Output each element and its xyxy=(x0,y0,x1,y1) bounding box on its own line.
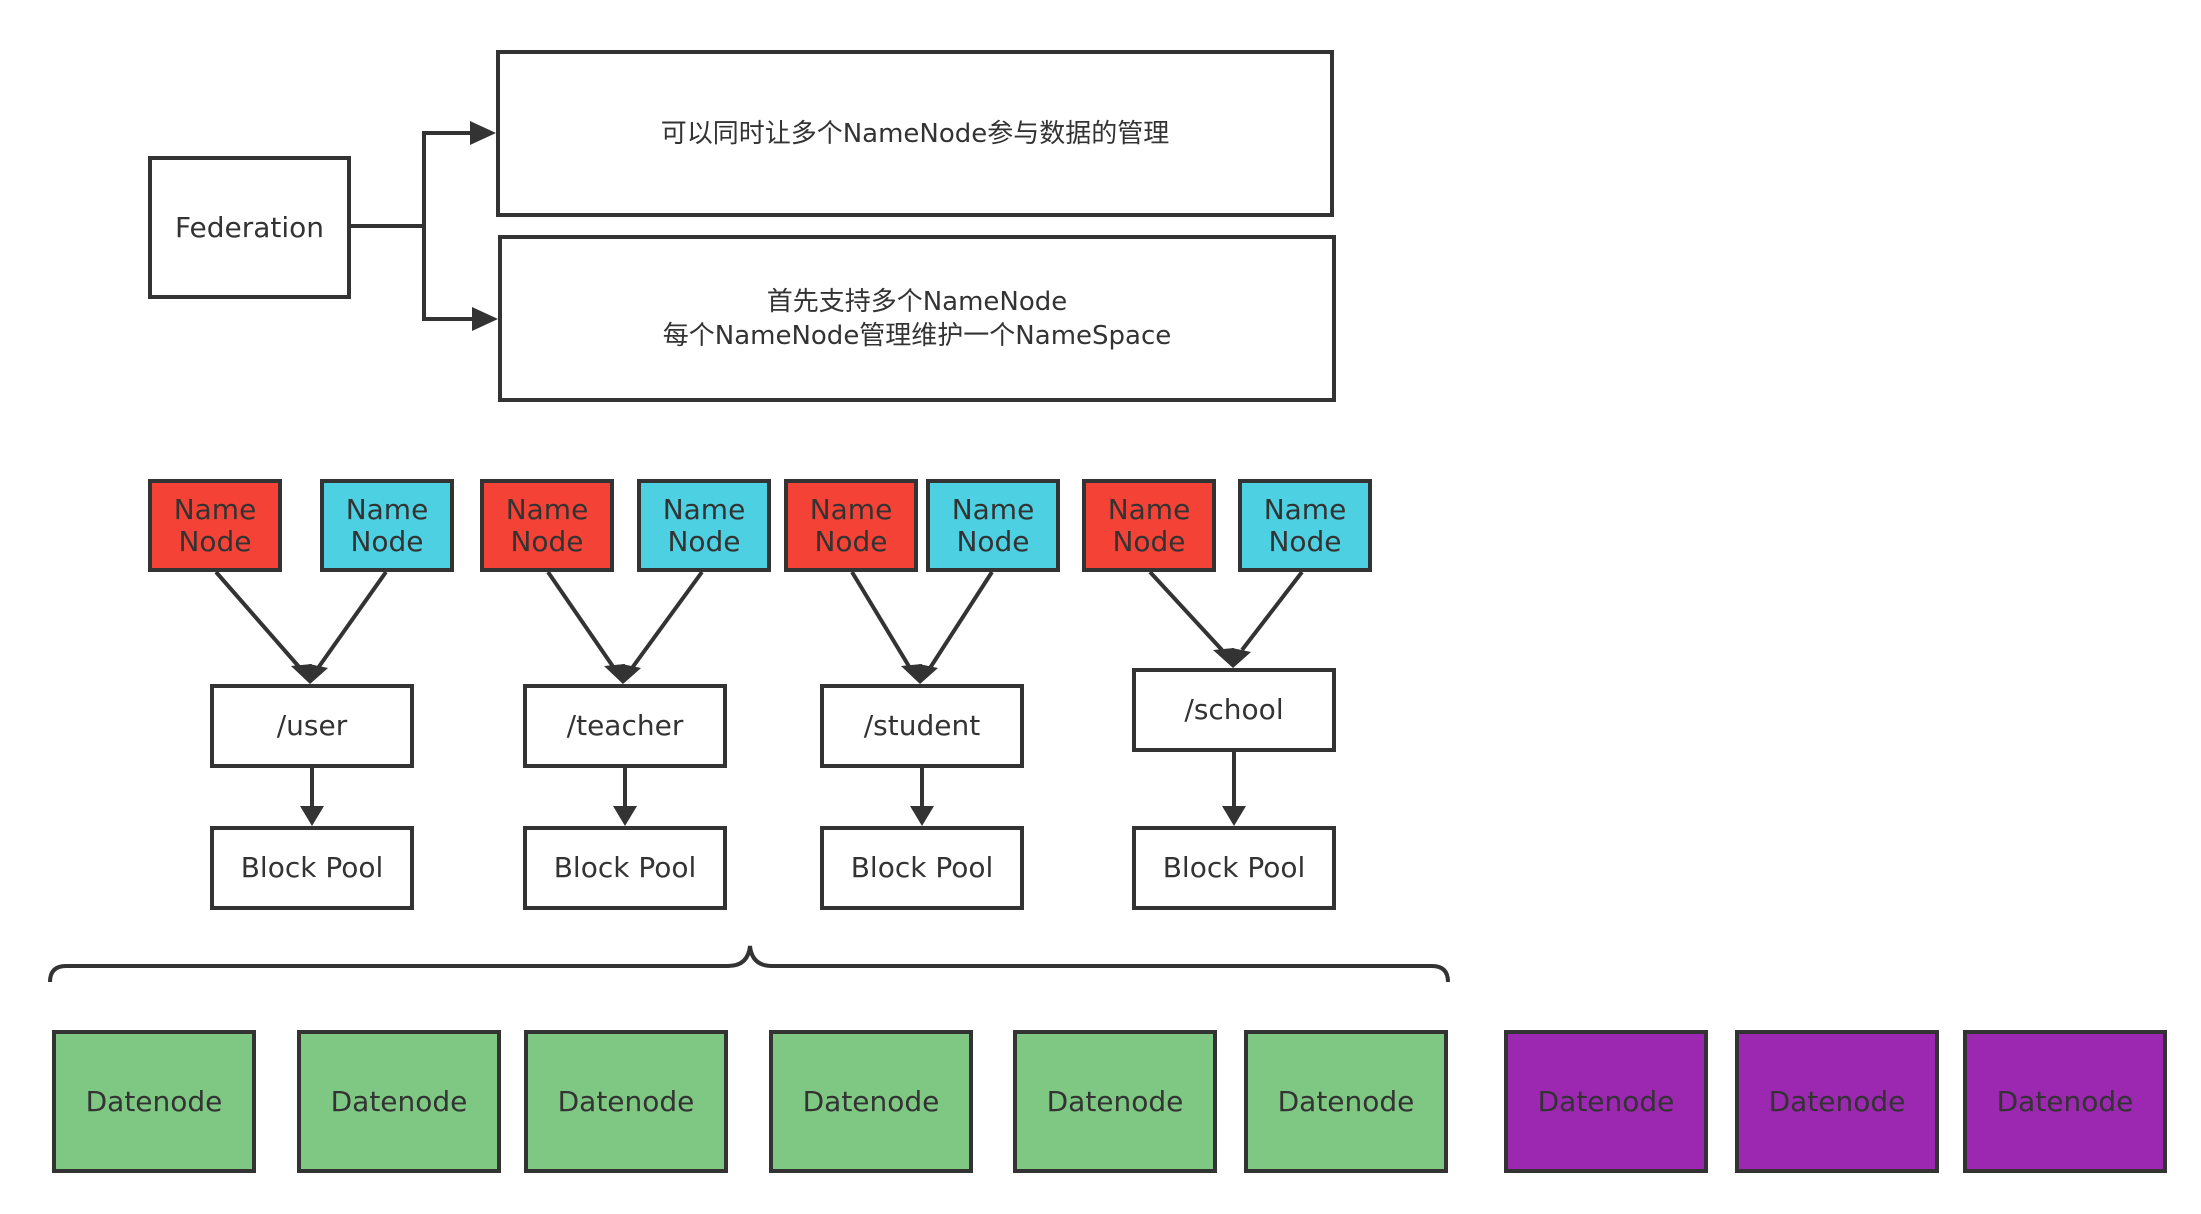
datanode-label: Datenode xyxy=(1768,1084,1906,1118)
federation-branch-connector xyxy=(349,131,490,321)
datanode-label: Datenode xyxy=(802,1084,940,1118)
namenode-to-namespace-arrow xyxy=(546,570,616,670)
federation-desc-box-1: 可以同时让多个NameNode参与数据的管理 xyxy=(496,50,1334,217)
namespace-label: /user xyxy=(276,709,348,742)
arrow-head xyxy=(472,307,498,331)
arrow-head xyxy=(919,664,938,684)
namenode-to-namespace-arrow xyxy=(928,570,994,670)
datanode-label: Datenode xyxy=(1277,1084,1415,1118)
namespace-label: /school xyxy=(1184,693,1284,726)
namespace-box: /user xyxy=(210,684,414,768)
federation-label: Federation xyxy=(174,210,325,244)
namespace-label: /teacher xyxy=(566,709,684,742)
namenode-to-namespace-arrow xyxy=(1148,570,1224,652)
arrow-head xyxy=(1222,806,1246,826)
namespace-box: /student xyxy=(820,684,1024,768)
arrow-head xyxy=(910,806,934,826)
datanode-shared: Datenode xyxy=(1244,1030,1448,1173)
namespace-box: /school xyxy=(1132,668,1336,752)
namenode-active: Name Node xyxy=(784,479,918,572)
arrow-head xyxy=(291,664,312,684)
arrow-head xyxy=(622,664,641,684)
namenode-active: Name Node xyxy=(480,479,614,572)
datanode-label: Datenode xyxy=(557,1084,695,1118)
namenode-label: Name Node xyxy=(1107,492,1191,558)
datanode-label: Datenode xyxy=(1537,1084,1675,1118)
block-pool-box: Block Pool xyxy=(820,826,1024,910)
datanode-label: Datenode xyxy=(1046,1084,1184,1118)
namenode-standby: Name Node xyxy=(320,479,454,572)
federation-desc-line: 首先支持多个NameNode xyxy=(766,286,1068,317)
federation-box: Federation xyxy=(148,156,351,299)
block-pool-label: Block Pool xyxy=(1162,851,1306,884)
datanode-other: Datenode xyxy=(1963,1030,2167,1173)
namenode-active: Name Node xyxy=(148,479,282,572)
namenode-standby: Name Node xyxy=(926,479,1060,572)
federation-desc-box-2: 首先支持多个NameNode 每个NameNode管理维护一个NameSpace xyxy=(498,235,1336,402)
datanode-label: Datenode xyxy=(85,1084,223,1118)
namespace-label: /student xyxy=(863,709,981,742)
namenode-to-namespace-arrow xyxy=(1240,570,1304,652)
block-pool-label: Block Pool xyxy=(553,851,697,884)
datanode-other: Datenode xyxy=(1735,1030,1939,1173)
datanode-label: Datenode xyxy=(330,1084,468,1118)
federation-desc-line: 可以同时让多个NameNode参与数据的管理 xyxy=(660,118,1170,149)
namenode-label: Name Node xyxy=(662,492,746,558)
datanode-shared: Datenode xyxy=(297,1030,501,1173)
block-pool-label: Block Pool xyxy=(240,851,384,884)
arrow-head xyxy=(604,664,625,684)
namenode-label: Name Node xyxy=(173,492,257,558)
block-pool-box: Block Pool xyxy=(523,826,727,910)
datanode-label: Datenode xyxy=(1996,1084,2134,1118)
datanode-shared: Datenode xyxy=(524,1030,728,1173)
block-pool-label: Block Pool xyxy=(850,851,994,884)
namenode-to-namespace-arrow xyxy=(850,570,912,670)
namenode-active: Name Node xyxy=(1082,479,1216,572)
namenode-standby: Name Node xyxy=(637,479,771,572)
namenode-label: Name Node xyxy=(809,492,893,558)
arrow-head xyxy=(613,806,637,826)
datanode-shared: Datenode xyxy=(769,1030,973,1173)
datanode-shared: Datenode xyxy=(52,1030,256,1173)
arrow-head xyxy=(1213,648,1234,668)
namenode-to-namespace-arrow xyxy=(316,570,388,670)
namenode-label: Name Node xyxy=(1263,492,1347,558)
namenode-to-namespace-arrow xyxy=(214,570,302,670)
namenode-label: Name Node xyxy=(951,492,1035,558)
namenode-to-namespace-arrow xyxy=(630,570,704,670)
datanode-brace xyxy=(48,945,1450,983)
arrow-head xyxy=(470,121,496,145)
arrow-head xyxy=(1232,648,1251,668)
namenode-standby: Name Node xyxy=(1238,479,1372,572)
federation-desc-line: 每个NameNode管理维护一个NameSpace xyxy=(662,320,1172,351)
block-pool-box: Block Pool xyxy=(1132,826,1336,910)
namenode-label: Name Node xyxy=(505,492,589,558)
arrow-head xyxy=(309,664,328,684)
arrow-head xyxy=(901,664,922,684)
block-pool-box: Block Pool xyxy=(210,826,414,910)
namenode-label: Name Node xyxy=(345,492,429,558)
datanode-other: Datenode xyxy=(1504,1030,1708,1173)
namespace-box: /teacher xyxy=(523,684,727,768)
datanode-shared: Datenode xyxy=(1013,1030,1217,1173)
arrow-head xyxy=(300,806,324,826)
